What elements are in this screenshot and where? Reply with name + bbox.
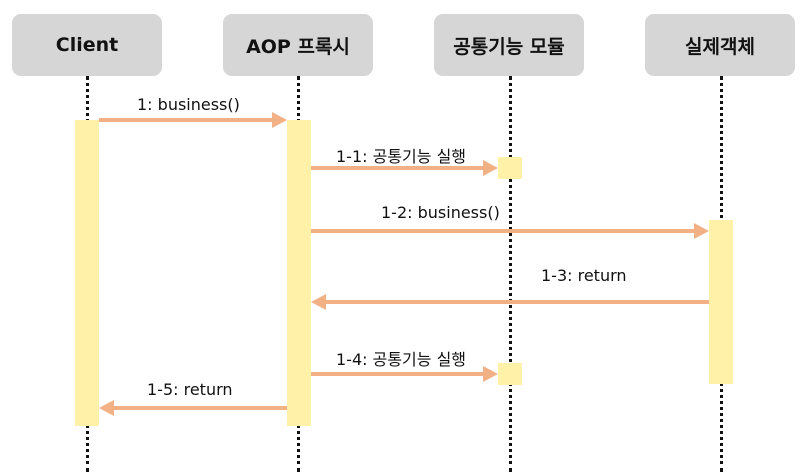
participant-label: 공통기능 모듈: [453, 35, 565, 58]
activation-common-module-1: [498, 157, 522, 179]
arrowhead-msg-1-4: [483, 366, 498, 382]
message-label-1-4: 1-4: 공통기능 실행: [336, 350, 467, 369]
participant-aop-proxy: AOP 프록시: [223, 14, 373, 76]
participant-common-module: 공통기능 모듈: [434, 14, 584, 76]
participant-label: AOP 프록시: [246, 35, 350, 58]
arrowhead-msg-1-5: [99, 400, 114, 416]
activation-real-object: [709, 220, 733, 384]
activation-client: [75, 120, 99, 426]
participant-label: Client: [55, 34, 119, 56]
message-label-1-1: 1-1: 공통기능 실행: [336, 147, 467, 166]
arrowhead-msg-1: [272, 112, 287, 128]
lifeline-common-module: [509, 76, 512, 472]
arrowhead-msg-1-1: [483, 160, 498, 176]
arrowhead-msg-1-2: [694, 223, 709, 239]
participant-client: Client: [12, 14, 162, 76]
message-label-1-3: 1-3: return: [541, 266, 627, 285]
participant-label: 실제객체: [685, 35, 755, 58]
message-label-1-5: 1-5: return: [147, 380, 233, 399]
message-label-1-2: 1-2: business(): [381, 203, 500, 222]
arrowhead-msg-1-3: [311, 294, 326, 310]
message-label-1: 1: business(): [137, 95, 240, 114]
activation-aop-proxy: [287, 120, 311, 426]
participant-real-object: 실제객체: [645, 14, 795, 76]
activation-common-module-2: [498, 363, 522, 385]
